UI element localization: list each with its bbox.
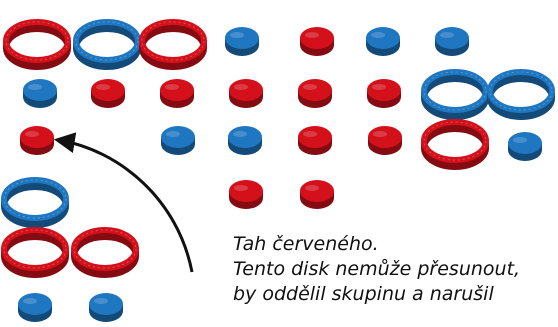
caption-line-2: Tento disk nemůže přesunout, — [233, 258, 521, 280]
red-disc-piece[interactable] — [229, 79, 263, 108]
red-disc-piece[interactable] — [91, 79, 125, 108]
caption-line-3: by oddělil skupinu a narušil — [233, 283, 494, 305]
blue-ring-piece[interactable] — [73, 19, 141, 70]
caption-line-1: Tah červeného. — [233, 233, 379, 255]
red-ring-piece[interactable] — [139, 19, 207, 70]
red-disc-piece[interactable] — [368, 126, 402, 155]
red-ring-piece[interactable] — [3, 19, 71, 70]
blue-disc-piece[interactable] — [508, 132, 542, 161]
red-disc-piece[interactable] — [298, 126, 332, 155]
blue-disc-piece[interactable] — [161, 126, 195, 155]
red-ring-piece[interactable] — [71, 227, 139, 278]
blue-ring-piece[interactable] — [421, 69, 489, 120]
red-disc-piece[interactable] — [300, 27, 334, 56]
blue-disc-piece[interactable] — [18, 293, 52, 322]
red-disc-piece[interactable] — [229, 180, 263, 209]
red-disc-piece[interactable] — [298, 79, 332, 108]
blue-ring-piece[interactable] — [487, 69, 555, 120]
red-disc-piece[interactable] — [300, 180, 334, 209]
red-disc-piece[interactable] — [20, 126, 54, 155]
blue-disc-piece[interactable] — [89, 293, 123, 322]
move-caption: Tah červeného. Tento disk nemůže přesuno… — [233, 232, 558, 327]
blue-disc-piece[interactable] — [225, 27, 259, 56]
blue-disc-piece[interactable] — [228, 126, 262, 155]
blue-disc-piece[interactable] — [23, 79, 57, 108]
blue-ring-piece[interactable] — [1, 177, 69, 228]
blue-disc-piece[interactable] — [366, 27, 400, 56]
blue-disc-piece[interactable] — [435, 27, 469, 56]
red-ring-piece[interactable] — [421, 119, 489, 170]
red-disc-piece[interactable] — [160, 79, 194, 108]
red-ring-piece[interactable] — [1, 227, 69, 278]
move-arrow — [53, 132, 194, 273]
red-disc-piece[interactable] — [367, 79, 401, 108]
